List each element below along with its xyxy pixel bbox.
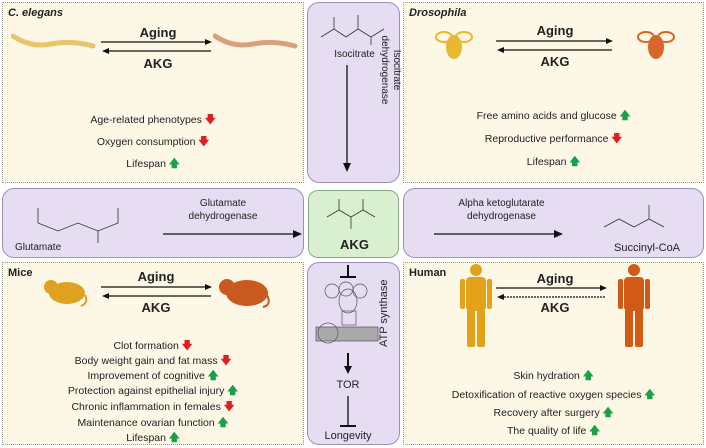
tor-label: TOR <box>336 379 360 391</box>
old-worm-icon <box>213 33 298 49</box>
young-mouse-icon <box>44 280 88 307</box>
panel-title: Drosophila <box>409 7 467 19</box>
effect-item: The quality of life 🡅 <box>506 425 601 437</box>
effect-item: Lifespan 🡅 <box>126 432 180 444</box>
atp-tor-box: ATP synthase TOR Longevity <box>307 262 400 445</box>
isocitrate-box: Isocitrate Isocitrate dehydrogenase <box>307 2 402 183</box>
panel-title: Human <box>409 267 447 279</box>
panel-c-elegans: C. elegans Aging AKG Age-related phenoty… <box>2 2 304 183</box>
isocitrate-structure <box>320 15 385 45</box>
aging-label: Aging <box>137 269 175 284</box>
glutamate-box: Glutamate Glutamate dehydrogenase <box>2 188 304 258</box>
young-worm-icon <box>11 33 96 49</box>
akg-label: AKG <box>540 300 570 315</box>
right-arrow <box>434 230 563 238</box>
effect-item: Clot formation 🡇 <box>113 340 193 352</box>
panel-title: Mice <box>8 267 33 279</box>
effect-item: Lifespan 🡅 <box>526 156 581 168</box>
akg-label: AKG <box>143 56 173 71</box>
succinyl-coa-structure <box>603 205 665 228</box>
aging-label: Aging <box>536 23 574 38</box>
glutamate-dehydrogenase-label: Glutamate dehydrogenase <box>188 198 258 222</box>
effect-item: Reproductive performance 🡇 <box>484 133 623 145</box>
succinyl-coa-box: Alpha ketoglutarate dehydrogenase Succin… <box>403 188 704 258</box>
right-arrow <box>163 230 302 238</box>
glutamate-structure <box>37 208 119 243</box>
glutamate-label: Glutamate <box>15 242 62 253</box>
inhibition-bar <box>340 396 356 427</box>
effect-item: Improvement of cognitive 🡅 <box>87 370 219 382</box>
isocitrate-label: Isocitrate <box>334 49 375 60</box>
effect-item: Body weight gain and fat mass 🡇 <box>74 355 232 367</box>
young-human-icon <box>460 264 492 347</box>
longevity-label: Longevity <box>324 430 372 442</box>
old-fly-icon <box>637 31 675 59</box>
akg-structure <box>326 199 376 229</box>
panel-mice: Mice Aging AKG Clot formation 🡇 Body wei… <box>2 262 304 445</box>
inhibition-bar <box>340 265 356 278</box>
effect-item: Maintenance ovarian function 🡅 <box>77 417 229 429</box>
effect-item: Lifespan 🡅 <box>126 158 180 170</box>
atp-synthase-label: ATP synthase <box>378 279 390 347</box>
young-fly-icon <box>435 31 473 59</box>
panel-title: C. elegans <box>8 7 64 19</box>
down-arrow <box>344 353 352 374</box>
aging-label: Aging <box>139 25 177 40</box>
effect-item: Age-related phenotypes 🡇 <box>90 114 216 126</box>
reversible-arrows <box>101 284 212 299</box>
akg-label: AKG <box>340 237 369 252</box>
panel-drosophila: Drosophila Aging AKG Free amino acids an… <box>403 2 704 183</box>
effect-item: Oxygen consumption 🡇 <box>96 136 210 148</box>
reversible-arrows <box>101 39 212 54</box>
old-mouse-icon <box>219 279 270 308</box>
effect-item: Free amino acids and glucose 🡅 <box>476 110 631 122</box>
effect-item: Protection against epithelial injury 🡅 <box>67 385 239 397</box>
aging-label: Aging <box>536 271 574 286</box>
akg-label: AKG <box>540 54 570 69</box>
effect-item: Skin hydration 🡅 <box>513 370 594 382</box>
reversible-arrows <box>496 38 613 53</box>
isocitrate-dehydrogenase-label: Isocitrate dehydrogenase <box>379 35 402 105</box>
atp-synthase-structure <box>315 281 379 344</box>
akg-label: AKG <box>141 300 171 315</box>
effect-item: Chronic inflammation in females 🡇 <box>71 401 235 413</box>
effect-item: Detoxification of reactive oxygen specie… <box>451 389 656 401</box>
akg-dehydrogenase-label: Alpha ketoglutarate dehydrogenase <box>458 198 545 222</box>
effect-item: Recovery after surgery 🡅 <box>493 407 614 419</box>
panel-human: Human Aging AKG Skin hydration 🡅 Detoxif… <box>403 262 704 445</box>
akg-box: AKG <box>308 190 399 258</box>
succinyl-coa-label: Succinyl-CoA <box>614 242 681 254</box>
down-arrow <box>343 65 351 172</box>
old-human-icon <box>618 264 650 347</box>
reversible-arrows <box>496 285 607 300</box>
